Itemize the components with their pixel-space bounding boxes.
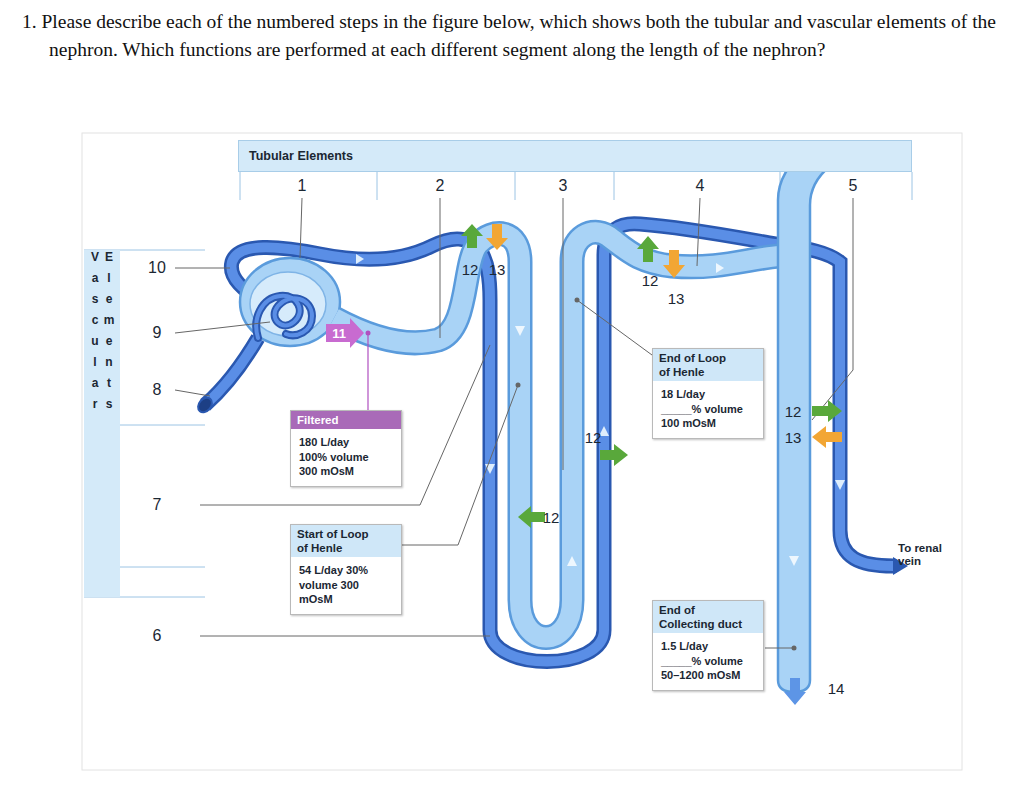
question-text: 1. Please describe each of the numbered … [22,8,997,64]
band-divider [377,172,378,200]
transport-number: 14 [828,680,845,697]
flow-chevron [356,254,845,566]
box-body: 54 L/day 30% volume 300 mOsM [291,557,401,614]
transport-number: 13 [489,261,506,278]
flow-chevron [567,556,577,566]
reabsorption-arrow [637,236,659,262]
leader-dot [575,298,580,303]
transport-number: 13 [668,290,685,307]
glomerulus [205,338,258,405]
leader-line [563,198,564,470]
header-band: Tubular Elements [238,140,912,172]
info-box: Filtered180 L/day 100% volume 300 mOsM [290,410,402,487]
transport-number: 12 [785,403,802,420]
filtration-arrow [326,318,364,348]
transport-number: 12 [543,509,560,526]
collecting-duct [778,144,833,692]
vessel-number: 7 [153,496,162,514]
segment-number: 5 [849,177,858,195]
flow-chevron [515,326,525,336]
leader-line [402,385,518,545]
transport-number: 12 [642,272,659,289]
flow-chevron [789,556,799,566]
band-heading: Tubular Elements [249,149,353,163]
glomerulus [256,296,312,338]
bowman-capsule [240,258,340,346]
leader-line [440,198,441,338]
secretion-arrow [486,224,508,250]
segment-number: 3 [559,177,568,195]
vessel-number: 8 [153,381,162,399]
glomerulus [256,296,312,338]
box-body: 18 L/day _____% volume 100 mOsM [653,381,763,438]
vessel-number: 10 [148,259,166,277]
leader-dot [516,298,797,651]
reabsorption-arrow [812,400,842,422]
band-divider [240,172,241,200]
leader-line [175,198,853,648]
excretion-arrow [784,678,806,705]
reabsorption-arrow [518,506,545,528]
segment-number: 1 [298,177,307,195]
filtration-arrow [326,318,371,410]
leader-dot [792,646,797,651]
box-heading: End of Loop of Henle [653,349,763,381]
box-heading: End of Collecting duct [653,601,763,633]
filtration-arrow [366,331,371,336]
flow-chevron [835,480,845,490]
flow-label: To renal vein [898,542,950,568]
leader-line [765,648,794,649]
box-heading: Start of Loop of Henle [291,525,401,557]
band-divider [515,172,516,200]
glomerulus [195,395,214,415]
leader-line [697,198,700,266]
leader-line [200,345,490,505]
secretion-arrow [486,224,842,448]
band-heading: Vascular Elements [88,250,116,597]
box-heading: Filtered [291,411,401,429]
leader-line [175,390,210,396]
vessel-number: 6 [153,627,162,645]
info-box: Start of Loop of Henle54 L/day 30% volum… [290,524,402,615]
segment-number: 2 [436,177,445,195]
box-body: 180 L/day 100% volume 300 mOsM [291,429,401,486]
glomerulus [205,338,258,405]
flow-chevron [716,263,724,273]
vertical-band: Vascular Elements [84,250,120,597]
flow-chevron [356,254,364,264]
secretion-arrow [663,250,685,278]
transport-number: 12 [585,429,602,446]
leader-line [175,268,230,269]
info-box: End of Collecting duct1.5 L/day _____% v… [652,600,764,691]
leader-line [200,636,490,637]
reabsorption-arrow [461,224,483,248]
figure-frame [82,133,962,770]
leader-line [812,198,853,420]
band-divider [912,172,913,200]
vessel-number: 9 [153,324,162,342]
reabsorption-arrow [461,224,842,528]
secretion-arrow [812,426,842,448]
leader-line [175,322,270,333]
collecting-duct [778,148,830,692]
excretion-arrow [784,678,806,705]
leader-line [300,198,302,258]
transport-number: 12 [462,261,479,278]
band-divider [614,172,615,200]
glomerulus [195,296,312,415]
segment-number: 4 [696,177,705,195]
reabsorption-arrow [600,444,628,466]
leader-line [577,300,652,355]
box-body: 1.5 L/day _____% volume 50–1200 mOsM [653,633,763,690]
leader-dot [516,383,521,388]
bowman-capsule [240,258,340,346]
transport-number: 13 [785,429,802,446]
info-box: End of Loop of Henle18 L/day _____% volu… [652,348,764,439]
filtration-arrow [367,333,368,410]
transport-number: 11 [332,326,346,341]
